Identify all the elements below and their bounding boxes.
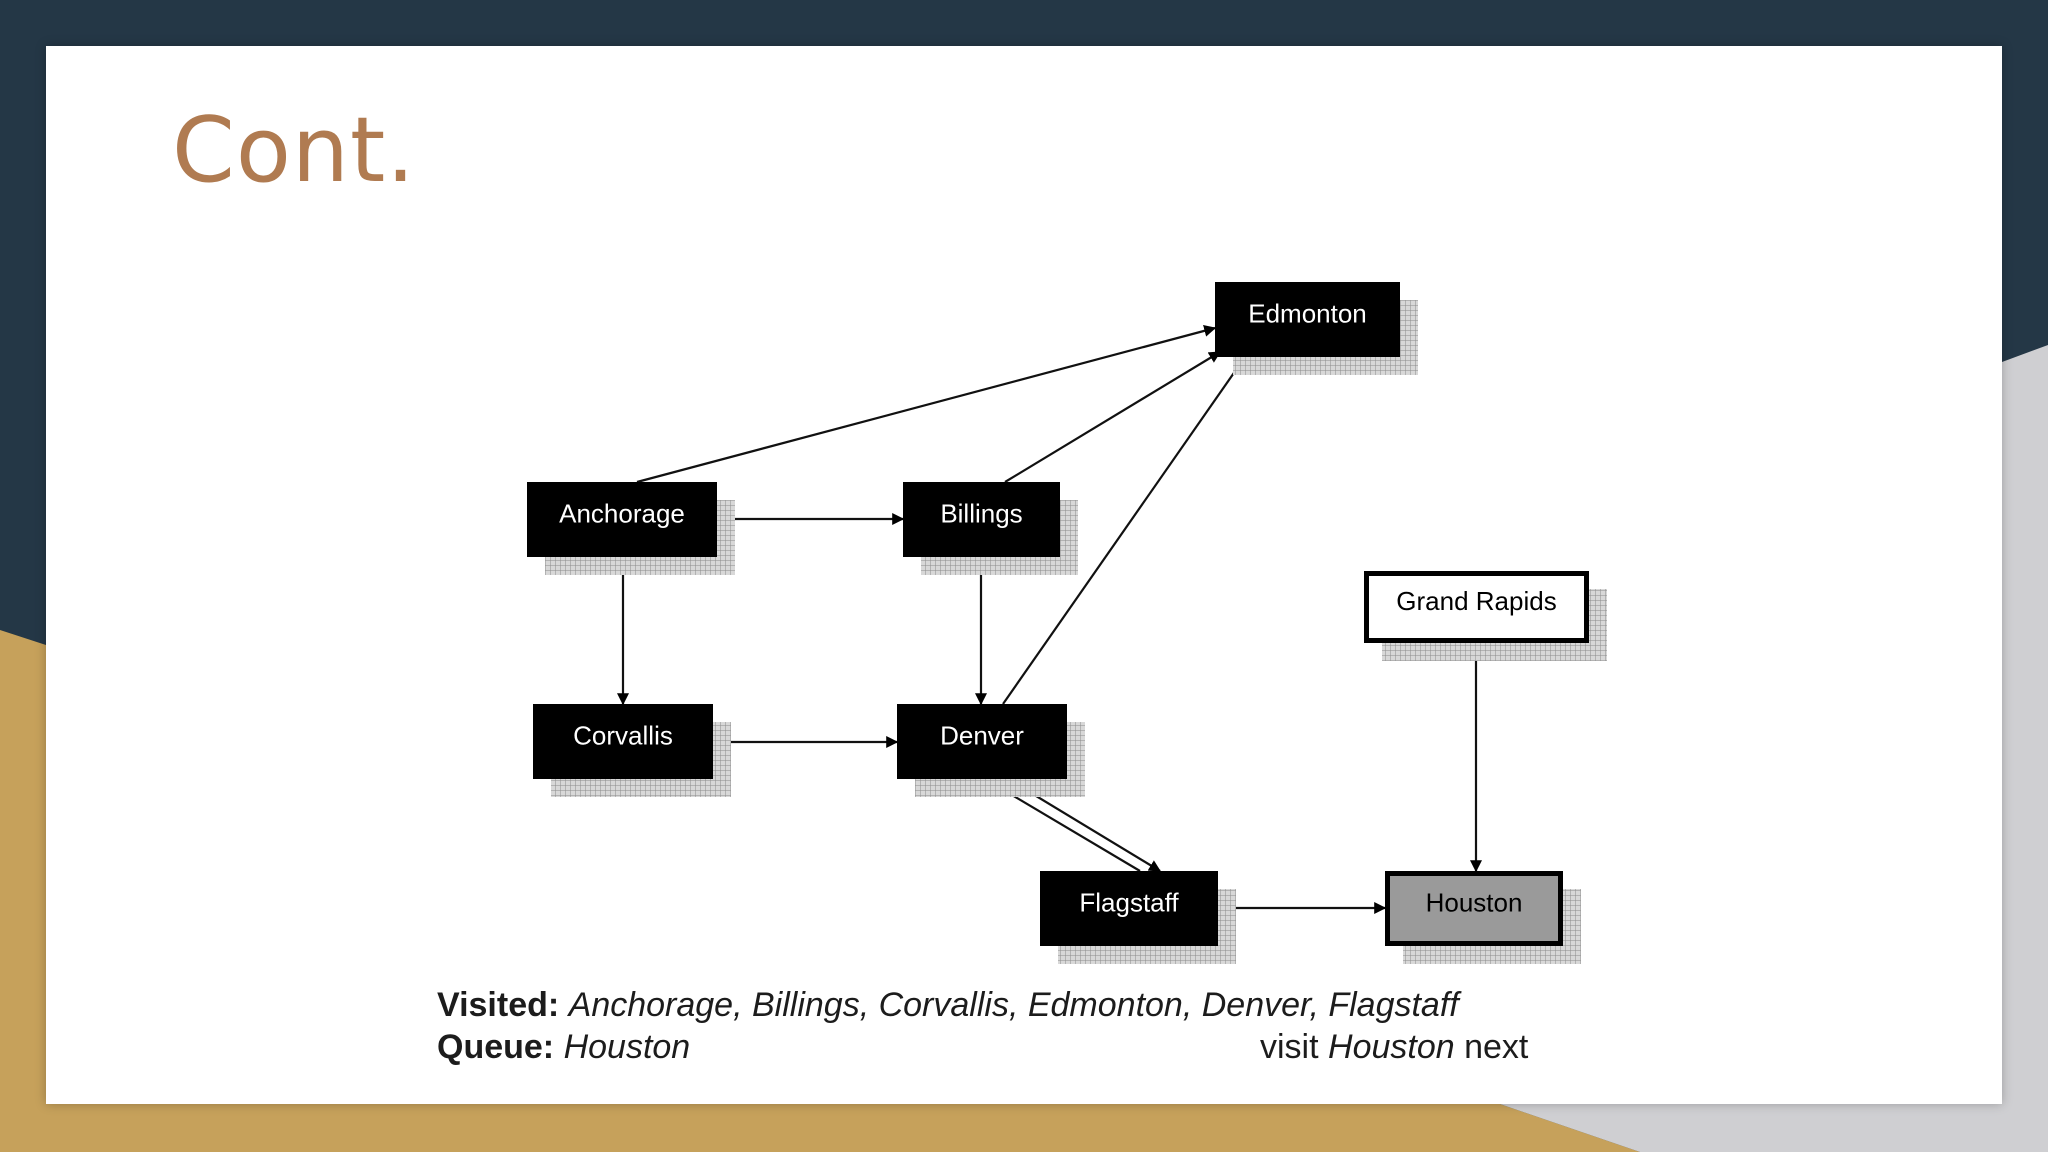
node-box <box>1040 871 1218 946</box>
node-corvallis: Corvallis <box>533 704 731 797</box>
node-anchorage: Anchorage <box>527 482 735 575</box>
node-edmonton: Edmonton <box>1215 282 1418 375</box>
node-label: Denver <box>940 720 1024 750</box>
node-box <box>533 704 713 779</box>
node-box <box>1215 282 1400 357</box>
edges-layer <box>617 324 1482 914</box>
node-flagstaff: Flagstaff <box>1040 871 1236 964</box>
queue-label: Queue: <box>437 1028 555 1066</box>
node-label: Flagstaff <box>1079 887 1179 917</box>
node-grand-rapids: Grand Rapids <box>1364 571 1607 661</box>
node-billings: Billings <box>903 482 1078 575</box>
queue-list: Houston <box>563 1028 691 1066</box>
next-city: Houston <box>1328 1028 1455 1066</box>
visited-label: Visited: <box>437 986 560 1024</box>
node-box <box>527 482 717 557</box>
node-houston: Houston <box>1385 871 1581 964</box>
next-suffix: next <box>1464 1028 1529 1066</box>
node-label: Anchorage <box>559 498 685 528</box>
queue-line: Queue: Houston <box>437 1028 690 1067</box>
edge-anchorage-to-edmonton <box>636 324 1217 484</box>
node-box <box>903 482 1060 557</box>
node-label: Edmonton <box>1248 298 1367 328</box>
node-label: Grand Rapids <box>1396 586 1556 616</box>
next-prefix: visit <box>1260 1028 1319 1066</box>
visited-list: Anchorage, Billings, Corvallis, Edmonton… <box>568 986 1459 1024</box>
edge-billings-to-edmonton <box>1004 351 1222 483</box>
edge-denver-to-edmonton <box>1002 356 1246 705</box>
node-box <box>1364 571 1589 643</box>
node-label: Billings <box>940 498 1022 528</box>
node-denver: Denver <box>897 704 1085 797</box>
visited-line: Visited: Anchorage, Billings, Corvallis,… <box>437 986 1459 1025</box>
node-box <box>897 704 1067 779</box>
slide-title: Cont. <box>172 98 416 203</box>
node-label: Houston <box>1426 887 1523 917</box>
node-label: Corvallis <box>573 720 673 750</box>
node-box <box>1385 871 1563 946</box>
next-visit-note: visit Houston next <box>1260 1028 1528 1067</box>
